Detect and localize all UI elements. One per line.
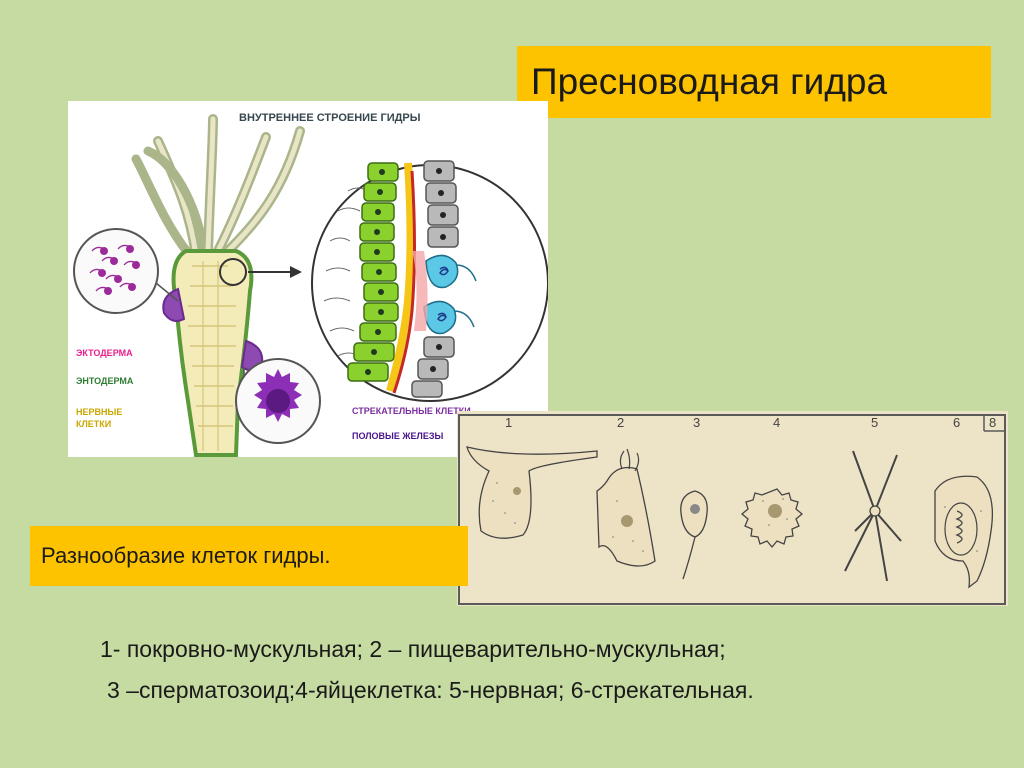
label-sex-glands: ПОЛОВЫЕ ЖЕЛЕЗЫ — [352, 431, 443, 441]
caption-box: Разнообразие клеток гидры. — [30, 526, 468, 586]
label-stinging-cells: СТРЕКАТЕЛЬНЫЕ КЛЕТКИ — [352, 406, 471, 416]
cell-number-5: 5 — [871, 415, 878, 430]
cell-number-6: 6 — [953, 415, 960, 430]
label-ectoderm: ЭКТОДЕРМА — [76, 348, 133, 358]
cell-types-figure: 1 2 3 4 5 6 8 — [457, 411, 1008, 606]
cell-number-2: 2 — [617, 415, 624, 430]
cell-1-drawing — [466, 446, 598, 539]
legend-line-1: 1- покровно-мускульная; 2 – пищеваритель… — [100, 636, 726, 662]
slide-title: Пресноводная гидра — [517, 46, 991, 118]
cell-4-drawing — [740, 488, 804, 549]
sperm-cells-inset — [73, 228, 179, 314]
figure-heading: ВНУТРЕННЕЕ СТРОЕНИЕ ГИДРЫ — [239, 112, 421, 124]
cell-6-drawing — [934, 475, 994, 589]
egg-cell-inset — [235, 358, 321, 444]
hydra-body-drawing — [131, 114, 305, 457]
legend-line-2: 3 –сперматозоид;4-яйцеклетка: 5-нервная;… — [107, 677, 754, 703]
cell-number-4: 4 — [773, 415, 780, 430]
cell-number-1: 1 — [505, 415, 512, 430]
cell-number-3: 3 — [693, 415, 700, 430]
tissue-magnified-circle — [311, 160, 548, 402]
label-nerve-cells-line-2: КЛЕТКИ — [76, 419, 111, 429]
panel-number-8: 8 — [989, 415, 996, 430]
cell-5-drawing — [844, 450, 902, 582]
label-nerve-cells-line-1: НЕРВНЫЕ — [76, 407, 122, 417]
hydra-structure-figure: ВНУТРЕННЕЕ СТРОЕНИЕ ГИДРЫ — [68, 101, 548, 457]
label-endoderm: ЭНТОДЕРМА — [76, 376, 134, 386]
